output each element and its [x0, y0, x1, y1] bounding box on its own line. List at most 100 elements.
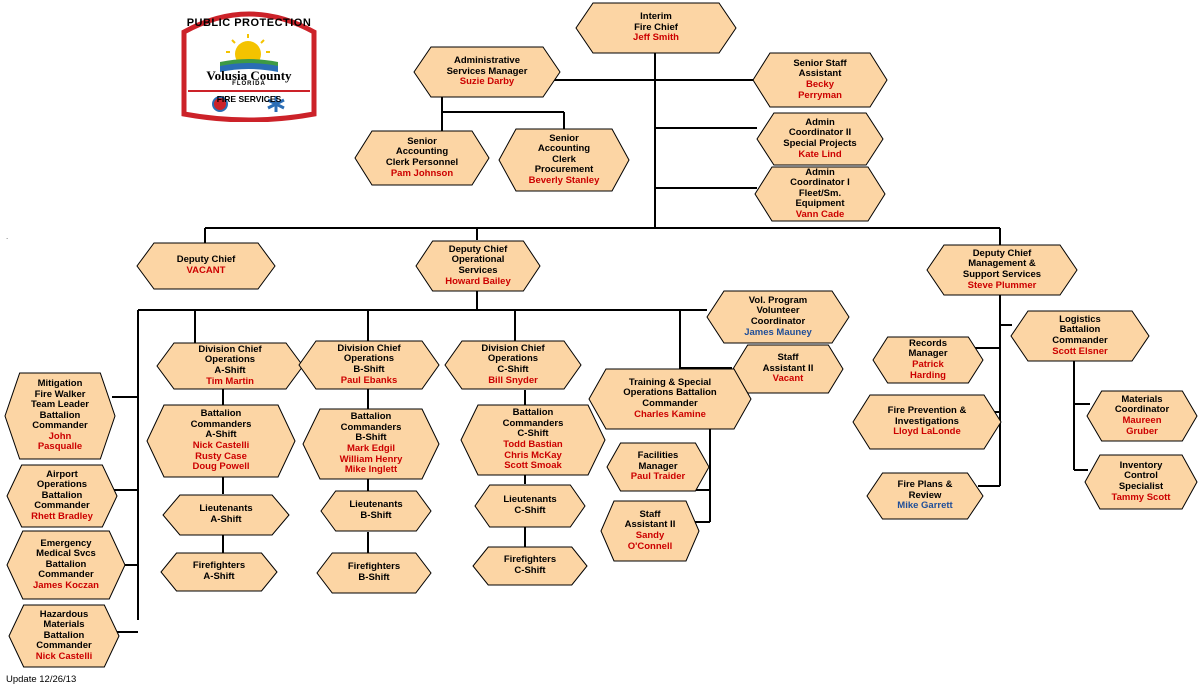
hexagon-shape — [1086, 390, 1198, 442]
node-title: Records Manager — [908, 337, 948, 360]
node-text: Firefighters C-Shift — [490, 555, 570, 576]
node-title: Training & Special Operations Battalion … — [623, 376, 717, 409]
badge-arc-text: PUBLIC PROTECTION — [186, 17, 312, 29]
node-person-name: Kate Lind — [798, 148, 842, 160]
node-text: Training & Special Operations Battalion … — [609, 376, 730, 420]
node-text: Lieutenants C-Shift — [489, 495, 570, 516]
node-person-name: Paul Traider — [630, 471, 686, 483]
node-title: Firefighters B-Shift — [347, 561, 401, 583]
node-lieutenants-b: Lieutenants B-Shift — [320, 490, 432, 532]
node-title: Administrative Services Manager — [446, 55, 528, 77]
hexagon-shape — [474, 484, 586, 528]
node-title: Deputy Chief Management & Support Servic… — [962, 247, 1042, 280]
update-date: Update 12/26/13 — [6, 674, 77, 685]
node-text: Emergency Medical Svcs Battalion Command… — [19, 538, 113, 592]
hexagon-shape — [320, 490, 432, 532]
node-person-name: Maureen Gruber — [1122, 415, 1162, 437]
hexagon-shape — [926, 244, 1078, 296]
node-person-name: Nick Castelli Rusty Case Doug Powell — [192, 440, 250, 473]
node-title: Logistics Battalion Commander — [1052, 313, 1108, 346]
hexagon-shape — [1010, 310, 1150, 362]
node-text: Deputy Chief Management & Support Servic… — [949, 247, 1055, 291]
node-title: Staff Assistant II — [624, 508, 676, 531]
node-title: Materials Coordinator — [1114, 393, 1170, 416]
node-text: Lieutenants A-Shift — [185, 504, 266, 525]
hexagon-shape — [136, 242, 276, 290]
node-firefighters-c: Firefighters C-Shift — [472, 546, 588, 586]
node-title: Mitigation Fire Walker Team Leader Batta… — [31, 377, 89, 432]
hexagon-shape — [756, 112, 884, 166]
node-person-name: Mike Garrett — [897, 500, 953, 512]
badge-county: Volusia County — [206, 68, 292, 83]
node-title: Battalion Commanders C-Shift — [502, 407, 564, 440]
node-person-name: James Mauney — [744, 326, 812, 338]
node-title: Deputy Chief — [176, 254, 236, 266]
hexagon-shape — [498, 128, 630, 192]
node-mitigation-battalion: Mitigation Fire Walker Team Leader Batta… — [4, 372, 116, 460]
hexagon-shape — [146, 404, 296, 478]
badge-service: FIRE SERVICES — [216, 94, 282, 104]
node-person-name: Scott Elsner — [1052, 345, 1108, 357]
node-title: Battalion Commanders B-Shift — [340, 411, 402, 444]
hexagon-shape — [575, 2, 737, 54]
node-person-name: Patrick Harding — [910, 359, 946, 381]
hexagon-shape — [588, 368, 752, 430]
node-title: Staff Assistant II — [762, 352, 814, 374]
hexagon-shape — [316, 552, 432, 594]
node-title: Airport Operations Battalion Commander — [34, 468, 90, 512]
node-title: Deputy Chief Operational Services — [448, 243, 508, 276]
node-ems-battalion: Emergency Medical Svcs Battalion Command… — [6, 530, 126, 600]
hexagon-shape — [444, 340, 582, 390]
node-person-name: Rhett Bradley — [31, 510, 93, 522]
hexagon-shape — [413, 46, 561, 98]
hexagon-shape — [6, 464, 118, 528]
node-person-name: John Pasqualle — [37, 430, 83, 453]
hexagon-shape — [872, 336, 984, 384]
node-firefighters-b: Firefighters B-Shift — [316, 552, 432, 594]
node-lieutenants-c: Lieutenants C-Shift — [474, 484, 586, 528]
node-person-name: Jeff Smith — [633, 32, 679, 44]
node-person-name: James Koczan — [32, 579, 99, 591]
node-person-name: Mark Edgil William Henry Mike Inglett — [339, 443, 403, 476]
node-deputy-chief-management: Deputy Chief Management & Support Servic… — [926, 244, 1078, 296]
hexagon-shape — [302, 408, 440, 480]
node-lieutenants-a: Lieutenants A-Shift — [162, 494, 290, 536]
hexagon-shape — [8, 604, 120, 668]
node-firefighters-a: Firefighters A-Shift — [160, 552, 278, 592]
hexagon-shape — [600, 500, 700, 562]
hexagon-shape — [472, 546, 588, 586]
node-person-name: VACANT — [186, 265, 226, 276]
node-title: Vol. Program Volunteer Coordinator — [748, 294, 808, 327]
